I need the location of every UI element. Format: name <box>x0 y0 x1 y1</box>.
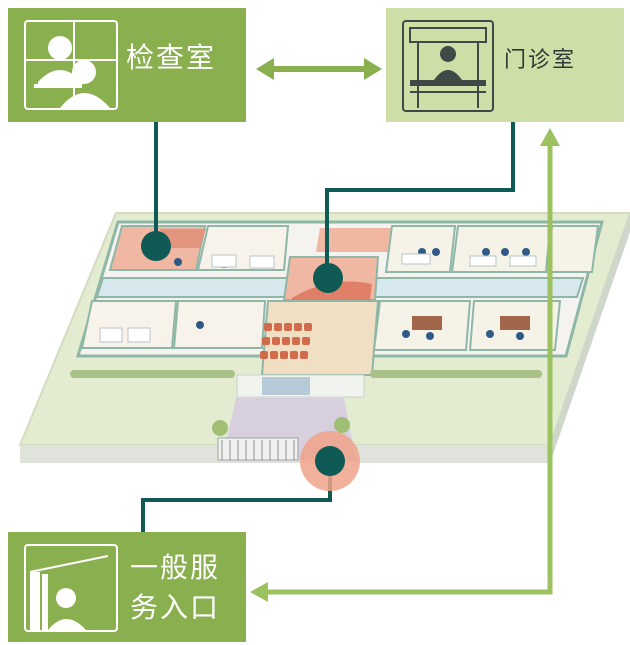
outpatient-route-arrow <box>250 128 560 602</box>
person-door-icon <box>24 544 118 632</box>
entrance-label-line1: 一般服 <box>130 551 221 584</box>
reception-marker <box>313 263 343 293</box>
exam-room-node[interactable]: 检查室 <box>8 8 246 122</box>
entrance-connector <box>141 462 332 532</box>
reception-counter-icon <box>402 20 494 112</box>
exam-room-marker <box>141 231 171 261</box>
entrance-node[interactable]: 一般服 务入口 <box>8 532 246 642</box>
entrance-marker <box>315 446 345 476</box>
doctor-patient-icon <box>24 20 118 110</box>
outpatient-room-label: 门诊室 <box>504 48 577 73</box>
exam-room-label: 检查室 <box>126 41 217 74</box>
bidirectional-arrow <box>256 58 382 80</box>
outpatient-room-node[interactable]: 门诊室 <box>386 8 624 122</box>
outpatient-connector <box>325 122 515 275</box>
entrance-label-line2: 务入口 <box>130 591 221 624</box>
